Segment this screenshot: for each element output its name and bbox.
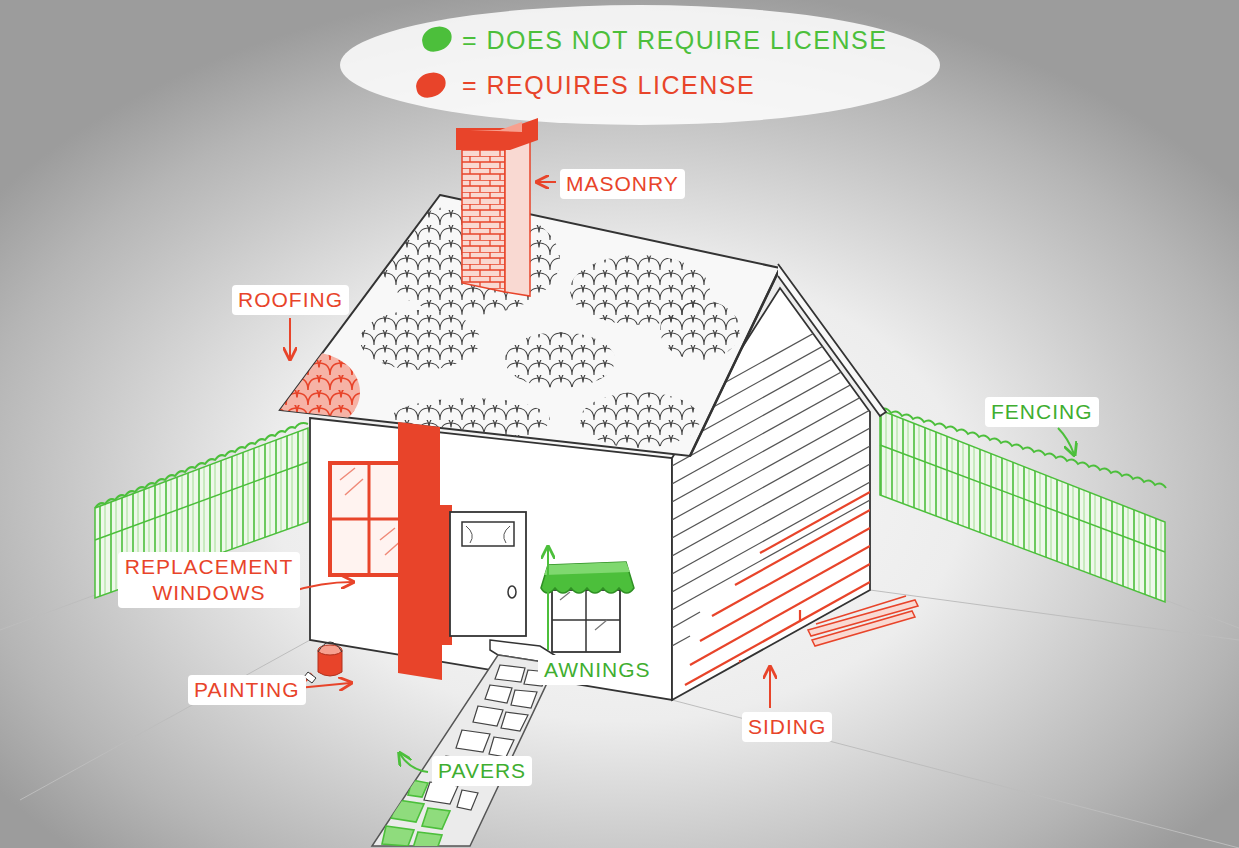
- chimney: [456, 118, 538, 296]
- part-label: AWNINGS: [538, 655, 657, 685]
- awnings-arrow: [547, 548, 549, 650]
- legend-text: = REQUIRES LICENSE: [462, 71, 755, 100]
- replacement-window: [330, 463, 408, 575]
- leader-arrows: [290, 182, 1074, 772]
- roof: [260, 195, 886, 456]
- right-fence: [880, 409, 1166, 602]
- green-pavers: [382, 780, 450, 848]
- door: [450, 512, 526, 636]
- painted-strip: [398, 422, 452, 680]
- ground-lines: [0, 590, 1239, 848]
- part-label: MASONRY: [560, 169, 685, 199]
- fencing-arrow: [1058, 428, 1074, 454]
- roofing-red-patch: [260, 352, 360, 432]
- legend-backdrop: [340, 5, 940, 125]
- part-label: PAINTING: [188, 675, 306, 705]
- awning: [541, 562, 634, 593]
- front-wall: [310, 418, 672, 700]
- siding-arrow: [769, 668, 771, 708]
- roofing-arrow: [289, 318, 291, 358]
- part-label: SIDING: [742, 712, 832, 742]
- part-label: ROOFING: [232, 285, 349, 315]
- masonry-arrow: [538, 181, 556, 183]
- paver-path: [372, 655, 556, 848]
- legend-text: = DOES NOT REQUIRE LICENSE: [462, 26, 887, 55]
- siding-boards: [808, 596, 918, 646]
- part-label: REPLACEMENT WINDOWS: [118, 552, 300, 608]
- part-label: PAVERS: [432, 756, 532, 786]
- pavers-arrow: [400, 754, 428, 772]
- painting-arrow: [298, 683, 350, 688]
- part-label: FENCING: [985, 397, 1099, 427]
- right-window: [552, 590, 620, 652]
- siding-red: [685, 492, 870, 685]
